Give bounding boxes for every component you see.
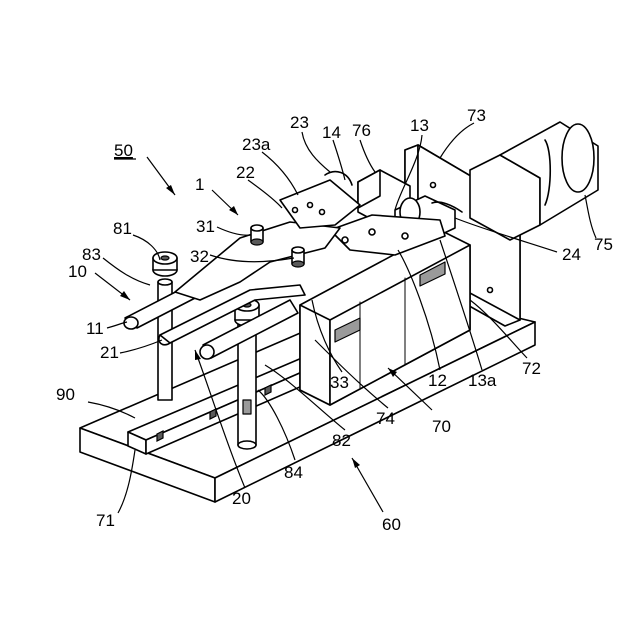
label-71: 71 [96, 511, 115, 530]
label-32: 32 [190, 247, 209, 266]
label-1: 1 [195, 175, 204, 194]
label-23a: 23a [242, 135, 271, 154]
label-12: 12 [428, 371, 447, 390]
label-14: 14 [322, 123, 341, 142]
label-31: 31 [196, 217, 215, 236]
label-72: 72 [522, 359, 541, 378]
label-22: 22 [236, 163, 255, 182]
label-21: 21 [100, 343, 119, 362]
label-90: 90 [56, 385, 75, 404]
left-post [153, 252, 177, 400]
label-81: 81 [113, 219, 132, 238]
label-13a: 13a [468, 371, 497, 390]
label-73: 73 [467, 106, 486, 125]
bolt-32 [292, 247, 304, 267]
label-76: 76 [352, 121, 371, 140]
label-11: 11 [86, 319, 104, 338]
label-74: 74 [376, 409, 395, 428]
bolt-31 [251, 225, 263, 245]
label-82: 82 [332, 431, 351, 450]
motor [470, 122, 598, 240]
label-10: 10 [68, 262, 87, 281]
label-20: 20 [232, 489, 251, 508]
label-13: 13 [410, 116, 429, 135]
label-24: 24 [562, 245, 581, 264]
arm-plate [280, 172, 360, 228]
label-23: 23 [290, 113, 309, 132]
label-75: 75 [594, 235, 613, 254]
label-60: 60 [382, 515, 401, 534]
label-70: 70 [432, 417, 451, 436]
label-84: 84 [284, 463, 303, 482]
label-50: 50 [114, 141, 133, 160]
label-33: 33 [330, 373, 349, 392]
